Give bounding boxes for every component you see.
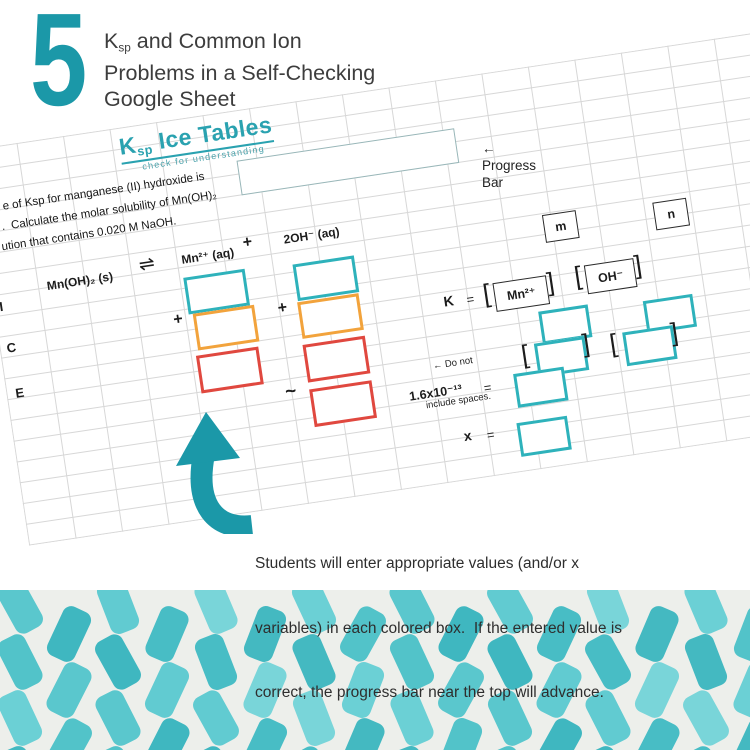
equals-sign: = — [465, 291, 476, 308]
equation-product-oh: 2OH⁻ (aq) — [282, 224, 341, 247]
caption-line: Students will enter appropriate values (… — [255, 555, 579, 572]
bracket-open: [ — [519, 338, 531, 370]
input-box-equilibrium-mn[interactable] — [195, 346, 264, 394]
input-box-ksp[interactable] — [513, 366, 569, 408]
bracket-open: [ — [572, 260, 584, 291]
equation-product-mn: Mn²⁺ (aq) — [180, 245, 236, 267]
species-box-mn: Mn²⁺ — [492, 275, 551, 312]
equation-plus-sign: + — [241, 233, 254, 252]
bracket-open: [ — [607, 327, 620, 359]
exponent-box-n: n — [652, 197, 691, 231]
input-box-x[interactable] — [516, 415, 572, 457]
change-plus-sign: + — [172, 310, 184, 329]
ksp-subscript: sp — [118, 40, 131, 55]
ice-row-label-e: E — [14, 384, 26, 401]
caption-line: variables) in each colored box. If the e… — [255, 619, 623, 637]
exponent-box-m: m — [541, 210, 580, 243]
bracket-open: [ — [480, 277, 493, 309]
left-arrow-icon: ← — [482, 141, 496, 156]
species-box-oh: OH⁻ — [583, 258, 638, 295]
caption-line: correct, the progress bar near the top w… — [255, 684, 604, 701]
page-title-line-1: Ksp and Common Ion — [104, 29, 302, 55]
input-box-equilibrium-oh[interactable] — [302, 335, 371, 383]
input-box-concentration-oh[interactable] — [622, 325, 678, 367]
equation-reactant: Mn(OH)₂ (s) — [45, 269, 114, 294]
ice-row-label-c: C — [5, 339, 18, 356]
page-title: Ksp and Common Ion Problems in a Self-Ch… — [104, 28, 375, 112]
input-box-change-oh[interactable] — [297, 293, 364, 339]
k-constant-label: K — [442, 292, 455, 310]
ice-row-label-i: I — [0, 298, 5, 315]
caption: Students will enter appropriate values (… — [255, 510, 622, 747]
herringbone-tiles — [0, 590, 750, 750]
progress-bar-annotation: ← Progress Bar — [482, 141, 537, 190]
curved-arrow-icon — [176, 412, 253, 534]
input-box-approx-oh[interactable] — [309, 380, 378, 428]
equilibrium-arrows-icon: ⇌ — [137, 253, 157, 277]
step-number: 5 — [30, 0, 88, 133]
herringbone-pattern — [0, 590, 750, 750]
page-title-line-3: Google Sheet — [104, 87, 236, 112]
page-title-line-2: Problems in a Self-Checking — [104, 61, 376, 86]
approx-tilde: ~ — [283, 380, 298, 403]
equals-sign: = — [485, 426, 496, 443]
input-box-change-mn[interactable] — [192, 304, 260, 351]
change-plus-sign: + — [276, 298, 289, 318]
